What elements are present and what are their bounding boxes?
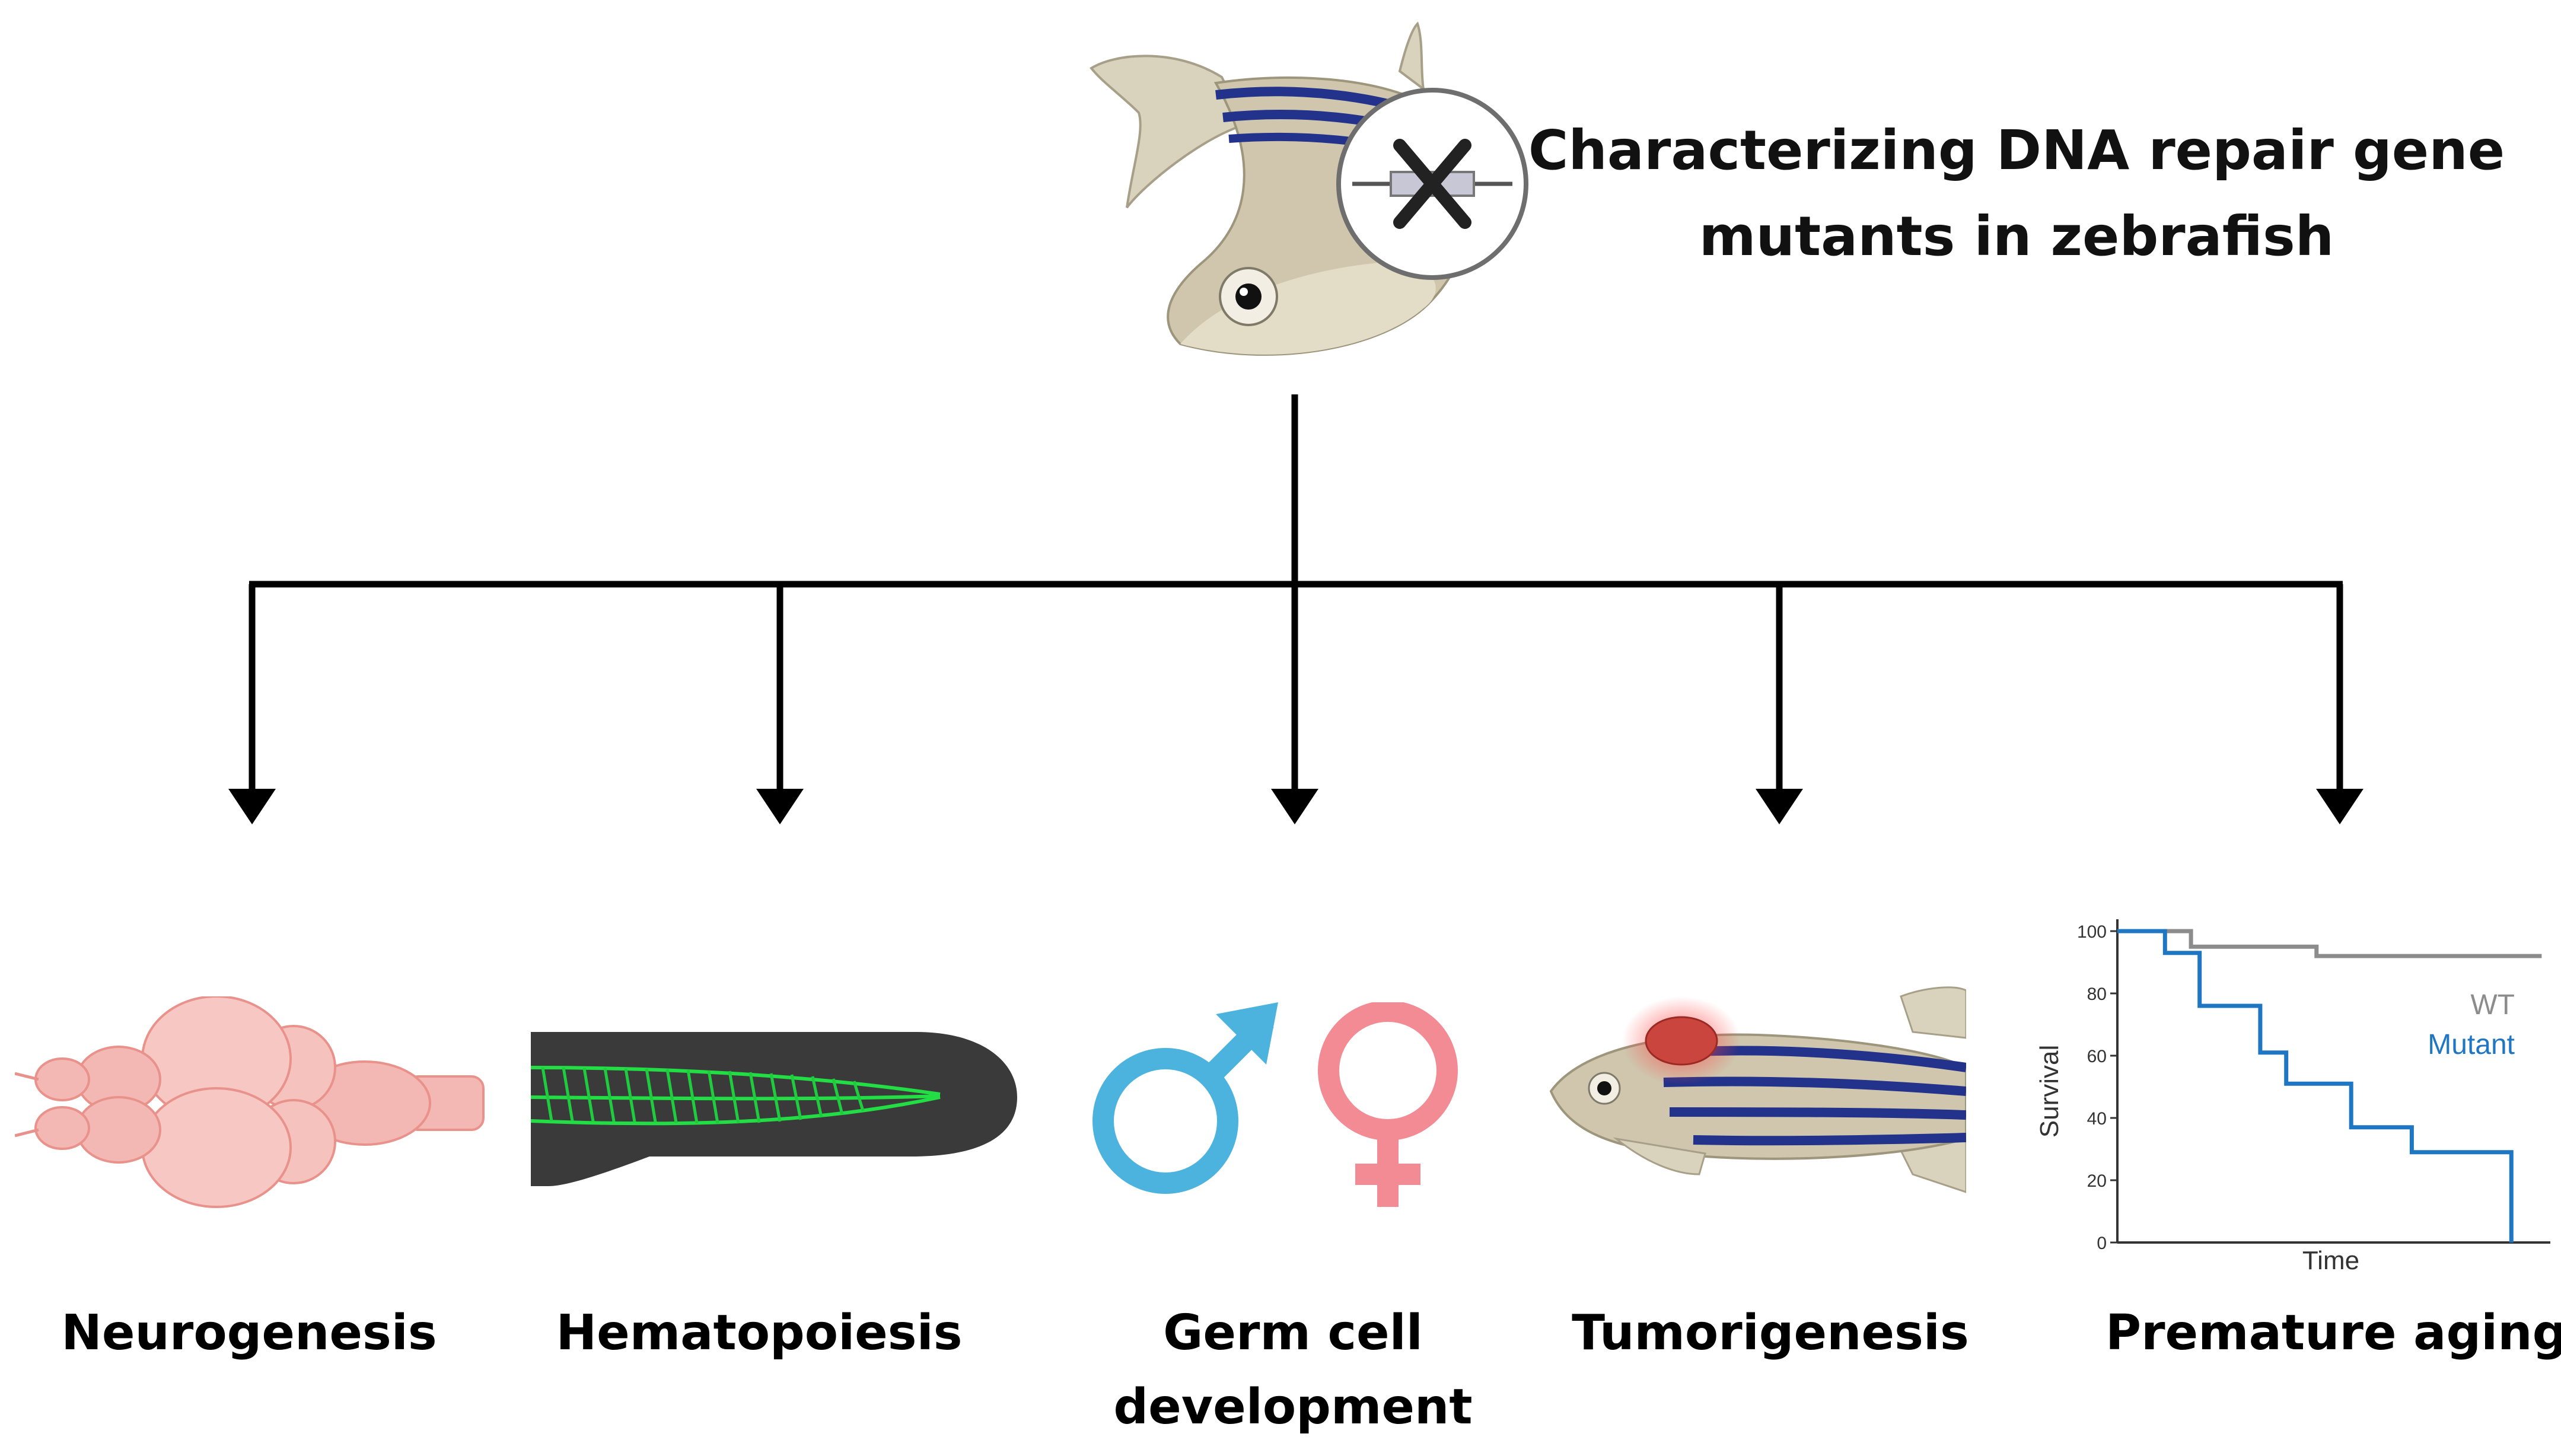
- intersegmental-vessels: [541, 1067, 865, 1124]
- series-line-mutant: [2117, 929, 2514, 1242]
- knockout-zebrafish-icon: [1090, 21, 1528, 356]
- zebrafish-tumor-icon: [1549, 986, 1966, 1193]
- y-tick-label: 40: [2087, 1109, 2107, 1129]
- y-tick-label: 60: [2087, 1047, 2107, 1066]
- label-germ-cell-line-1: Germ cell: [1163, 1305, 1423, 1361]
- y-tick-label: 100: [2077, 922, 2107, 942]
- survival-curve-icon: 0 20 40 60 80 100 Survival Time WT Mutant: [2035, 919, 2550, 1275]
- female-symbol-icon: [1318, 1002, 1458, 1207]
- y-tick-label: 0: [2097, 1234, 2107, 1253]
- y-axis-label: Survival: [2035, 1045, 2064, 1138]
- brain-icon: [15, 996, 485, 1208]
- label-tumorigenesis: Tumorigenesis: [1572, 1305, 1969, 1361]
- y-tick-label: 80: [2087, 985, 2107, 1004]
- x-axis-label: Time: [2302, 1246, 2359, 1275]
- legend-mutant: Mutant: [2428, 1029, 2515, 1060]
- label-neurogenesis: Neurogenesis: [61, 1305, 437, 1361]
- male-female-symbols-icon: [1092, 1002, 1458, 1207]
- male-symbol-icon: [1092, 1012, 1274, 1194]
- label-premature-aging: Premature aging: [2106, 1305, 2561, 1361]
- larva-vasculature-icon: [531, 1032, 1017, 1186]
- tumor: [1645, 1016, 1718, 1066]
- series-line-wt: [2117, 929, 2542, 958]
- label-germ-cell-line-2: development: [1113, 1379, 1473, 1435]
- y-tick-label: 20: [2087, 1171, 2107, 1191]
- legend-wt: WT: [2470, 989, 2515, 1021]
- figure-title-line-1: Characterizing DNA repair gene: [1528, 119, 2505, 182]
- label-hematopoiesis: Hematopoiesis: [556, 1305, 963, 1361]
- figure-title-line-2: mutants in zebrafish: [1699, 205, 2334, 268]
